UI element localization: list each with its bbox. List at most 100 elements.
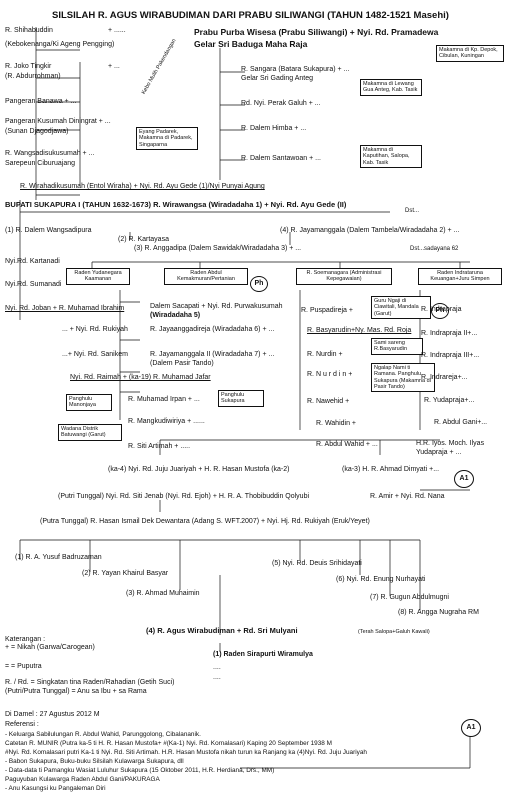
s-col-3: R. Nurdin + — [307, 351, 343, 358]
line-wangsadi: R. Wangsadisukusumah + ... — [5, 150, 95, 157]
gelar-line: Gelar Sri Baduga Maha Raja — [194, 39, 308, 49]
wadana-box: Wadana Distrik Batuwangi (Garut) — [58, 424, 122, 441]
ph-circle-1: Ph — [250, 276, 268, 292]
left-col-5: ...+ Nyi. Rd. Sanikem — [62, 351, 128, 358]
ref-6: Paguyuban Kulawarga Raden Abdul Gani/PAK… — [5, 776, 160, 783]
kid-5: (5) Nyi. Rd. Deuis Srihidayati — [272, 560, 362, 567]
s-col-2: R. Basyarudin+Ny. Mas. Rd. Roja — [307, 327, 412, 334]
amir-line: R. Amir + Nyi. Rd. Nana — [370, 493, 445, 500]
ref-3: #Nyi. Rd. Komalasari putri Ka-1 ti Nyi. … — [5, 749, 367, 756]
gen1-a: (1) R. Dalem Wangsadipura — [5, 227, 92, 234]
i-col-3: R. Indrapraja III+... — [421, 352, 480, 359]
ref-title: Referensi : — [5, 721, 39, 728]
guru-box: Guru Ngaji di Ciawitali, Mandala (Garut) — [371, 296, 431, 319]
gen1-d: (4) R. Jayamanggala (Dalem Tambela/Wirad… — [280, 227, 460, 234]
gen1-b: (2) R. Kartayasa — [118, 236, 169, 243]
i-col-6: R. Abdul Gani+... — [434, 419, 488, 426]
bupati-line: BUPATI SUKAPURA I (TAHUN 1632-1673) R. W… — [5, 200, 347, 209]
ket-1: + = Nikah (Garwa/Carogean) — [5, 644, 95, 651]
s-col-1: R. Puspadireja + — [301, 307, 353, 314]
mid-col-1: Dalem Sacapati + Nyi. Rd. Purwakusumah — [150, 303, 283, 310]
i-col-1: R. Indrapraja — [421, 306, 462, 313]
line-himba: R. Dalem Himba + ... — [241, 125, 307, 132]
terah-line: (Terah Salopa+Galuh Kawali) — [358, 629, 430, 635]
line-wirahadi: R. Wirahadikusumah (Entol Wiraha) + Nyi.… — [20, 183, 265, 190]
ket-2: = = Puputra — [5, 663, 42, 670]
kid-6: (6) Nyi. Rd. Enung Nurhayati — [336, 576, 426, 583]
dots-2: .... — [213, 674, 221, 681]
penghulu2-box: Panghulu Sukapura — [218, 390, 264, 407]
s-col-5: R. Nawehid + — [307, 398, 350, 405]
i-col-7: H.R. Iyos. Moch. Ilyas — [416, 440, 485, 447]
line-sarepeun: Sarepeun Ciburuajang — [5, 160, 76, 167]
line-kebokenanga: (Kebokenanga/Ki Ageng Pengging) — [5, 41, 115, 48]
i-col-8: Yudapraja + ... — [416, 449, 462, 456]
left-col-1: Nyi.Rd. Kartanadi — [5, 258, 60, 265]
sami-box: Sami sareng R.Basyarudin — [371, 338, 423, 355]
agus-line: (4) R. Agus Wirabudiman + Rd. Sri Mulyan… — [146, 626, 298, 635]
prabu-line: Prabu Purba Wisesa (Prabu Siliwangi) + N… — [194, 27, 439, 37]
a1-circle-2: A1 — [461, 719, 481, 737]
mid-col-3: R. Jayaanggadireja (Wiradadaha 6) + ... — [150, 326, 275, 333]
mid-col-4: R. Jayamanggala II (Wiradadaha 7) + ... — [150, 351, 275, 358]
dots-1: .... — [213, 664, 221, 671]
abdul-box: Raden Abdul Kemakmuran/Pertanian — [164, 268, 248, 285]
kid-2: (2) R. Yayan Khairul Basyar — [82, 570, 169, 577]
line-banawa: Pangeran Banawa + ... — [5, 98, 77, 105]
ngalap-box: Ngalap Nami ti Ramana. Panghulu Sukapura… — [371, 363, 435, 393]
i-col-2: R. Indrapraja II+... — [421, 330, 478, 337]
indra-box: Raden Indrataruna Keuangan+Juru Simpen — [418, 268, 502, 285]
i-col-4: R. Indrareja+... — [421, 374, 468, 381]
left-col-2: Nyi.Rd. Sumanadi — [5, 281, 62, 288]
s-col-4: R. N u r d i n + — [307, 371, 353, 378]
line-santawoan: R. Dalem Santawoan + ... — [241, 155, 321, 162]
mid-col-7: R. Mangkudiwiriya + ...... — [128, 418, 205, 425]
kid-3: (3) R. Ahmad Muhaimin — [126, 590, 200, 597]
plus-a: + ...... — [108, 27, 126, 34]
ket-title: Katerangan : — [5, 636, 46, 643]
mid-col-2: (Wiradadaha 5) — [150, 312, 201, 319]
line-abdurrohman: (R. Abdurrohman) — [5, 73, 61, 80]
line-kusumah: Pangeran Kusumah Diningrat + ... — [5, 118, 111, 125]
line-shihabuddin: R. Shihabuddin — [5, 27, 53, 34]
juju-line: (ka-4) Nyi. Rd. Juju Juariyah + H. R. Ha… — [108, 466, 290, 473]
plus-b: + ... — [108, 63, 120, 70]
gen1-e: Dst...sadayana 62 — [410, 246, 459, 252]
makam3-note: Makamna di Kaputihan, Salopa, Kab. Tasik — [360, 145, 422, 168]
ejoh-line: (Putri Tunggal) Nyi. Rd. Siti Jenab (Nyi… — [58, 493, 310, 500]
mid-col-5: (Dalem Pasir Tando) — [150, 360, 214, 367]
ref-7: - Anu Kasungsi ku Pangaleman Diri — [5, 785, 106, 792]
s-col-7: R. Abdul Wahid + ... — [316, 441, 378, 448]
line-sangara: R. Sangara (Batara Sukapura) + ... — [241, 66, 350, 73]
didamel: Di Damel : 27 Agustus 2012 M — [5, 711, 100, 718]
ket-4: (Putri/Putra Tunggal) = Anu sa Ibu + sa … — [5, 688, 147, 695]
sirap-line: (1) Raden Sirapurti Wiramulya — [213, 651, 313, 658]
ket-3: R. / Rd. = Singkatan tina Raden/Rahadian… — [5, 679, 175, 686]
a1-circle-1: A1 — [454, 470, 474, 488]
left-col-6: Nyi. Rd. Raimah + (ka-19) R. Muhamad Jaf… — [70, 374, 211, 381]
line-djagodjawa: (Sunan Djagodjawa) — [5, 128, 69, 135]
dst-1: Dst... — [405, 208, 420, 214]
makam1-note: Makamna di Kp. Depok, Cibulan, Kuningan — [436, 45, 504, 62]
ref-4: - Babon Sukapura, Buku-buku Silsilah Kul… — [5, 758, 184, 765]
kid-8: (8) R. Angga Nugraha RM — [398, 609, 479, 616]
ref-2: Catetan R. MUNIR (Putra ka-5 ti H. R. Ha… — [5, 740, 332, 747]
makam2-note: Makamna di Lewang Gua Anteg, Kab. Tasik — [360, 79, 422, 96]
penghulu1-box: Panghulu Manonjaya — [66, 394, 112, 411]
left-col-4: ... + Nyi. Rd. Rukiyah — [62, 326, 128, 333]
soeman-box: R. Soemanagara (Administrasi Kepegawaian… — [296, 268, 392, 285]
i-col-5: R. Yudapraja+... — [424, 397, 475, 404]
line-joko: R. Joko Tingkir — [5, 63, 52, 70]
gen1-c: (3) R. Anggadipa (Dalem Sawidak/Wiradada… — [134, 245, 302, 252]
mid-col-6: R. Muhamad Irpan + ... — [128, 396, 200, 403]
hasan-line: (Putra Tunggal) R. Hasan Ismail Dek Dewa… — [40, 518, 370, 525]
ref-1: - Keluarga Sabilulungan R. Abdul Wahid, … — [5, 731, 201, 738]
dimyati-line: (ka-3) H. R. Ahmad Dimyati +... — [342, 466, 440, 473]
left-col-3: Nyi. Rd. Joban + R. Muhamad Ibrahim — [5, 305, 125, 312]
s-col-6: R. Wahidin + — [316, 420, 357, 427]
ph-circle-2: Ph — [431, 303, 449, 319]
kanjeng-box: Raden Yudanegara Kaamanan — [66, 268, 130, 285]
page-title: SILSILAH R. AGUS WIRABUDIMAN DARI PRABU … — [52, 10, 449, 21]
